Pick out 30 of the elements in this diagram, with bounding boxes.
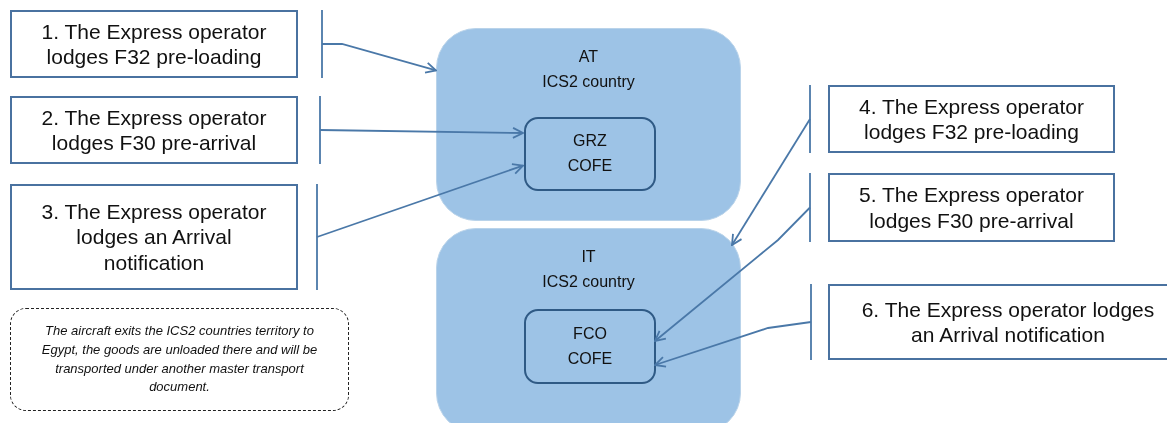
- process-box: [828, 173, 1115, 242]
- box-text: 1. The Express operator lodges F32 pre-loading: [40, 18, 268, 70]
- office-box: [524, 117, 656, 191]
- arrow: [654, 206, 811, 342]
- country-code: AT: [578, 47, 599, 67]
- process-box: [828, 85, 1115, 153]
- process-box: [10, 10, 298, 78]
- box-text: GRZ COFE: [566, 131, 614, 176]
- box-text: 2. The Express operator lodges F30 pre-arrival: [40, 104, 268, 156]
- region-box: [436, 28, 741, 221]
- box-text: 5. The Express operator lodges F30 pre-arrival: [858, 182, 1085, 233]
- box-text: FCO COFE: [566, 323, 614, 369]
- process-box: [10, 96, 298, 164]
- arrow: [654, 321, 812, 368]
- process-box: [828, 284, 1167, 360]
- box-text: 6. The Express operator lodges an Arrival notification: [860, 296, 1156, 348]
- note-box: [10, 308, 349, 411]
- country-label: ICS2 country: [542, 71, 635, 92]
- box-text: 4. The Express operator lodges F32 pre-loading: [858, 93, 1085, 145]
- arrow: [316, 163, 524, 238]
- note-text: The aircraft exits the ICS2 countries territory to Egypt, the goods are unloaded there and will be transported under another master transport document.: [40, 321, 319, 397]
- arrow: [319, 126, 524, 139]
- process-box: [10, 184, 298, 290]
- country-code: IT: [581, 247, 596, 267]
- arrow: [321, 43, 437, 74]
- office-box: [524, 309, 656, 384]
- arrow: [731, 118, 811, 246]
- box-text: 3. The Express operator lodges an Arrival notification: [40, 199, 268, 275]
- region-box: [436, 228, 741, 423]
- country-label: ICS2 country: [542, 271, 635, 292]
